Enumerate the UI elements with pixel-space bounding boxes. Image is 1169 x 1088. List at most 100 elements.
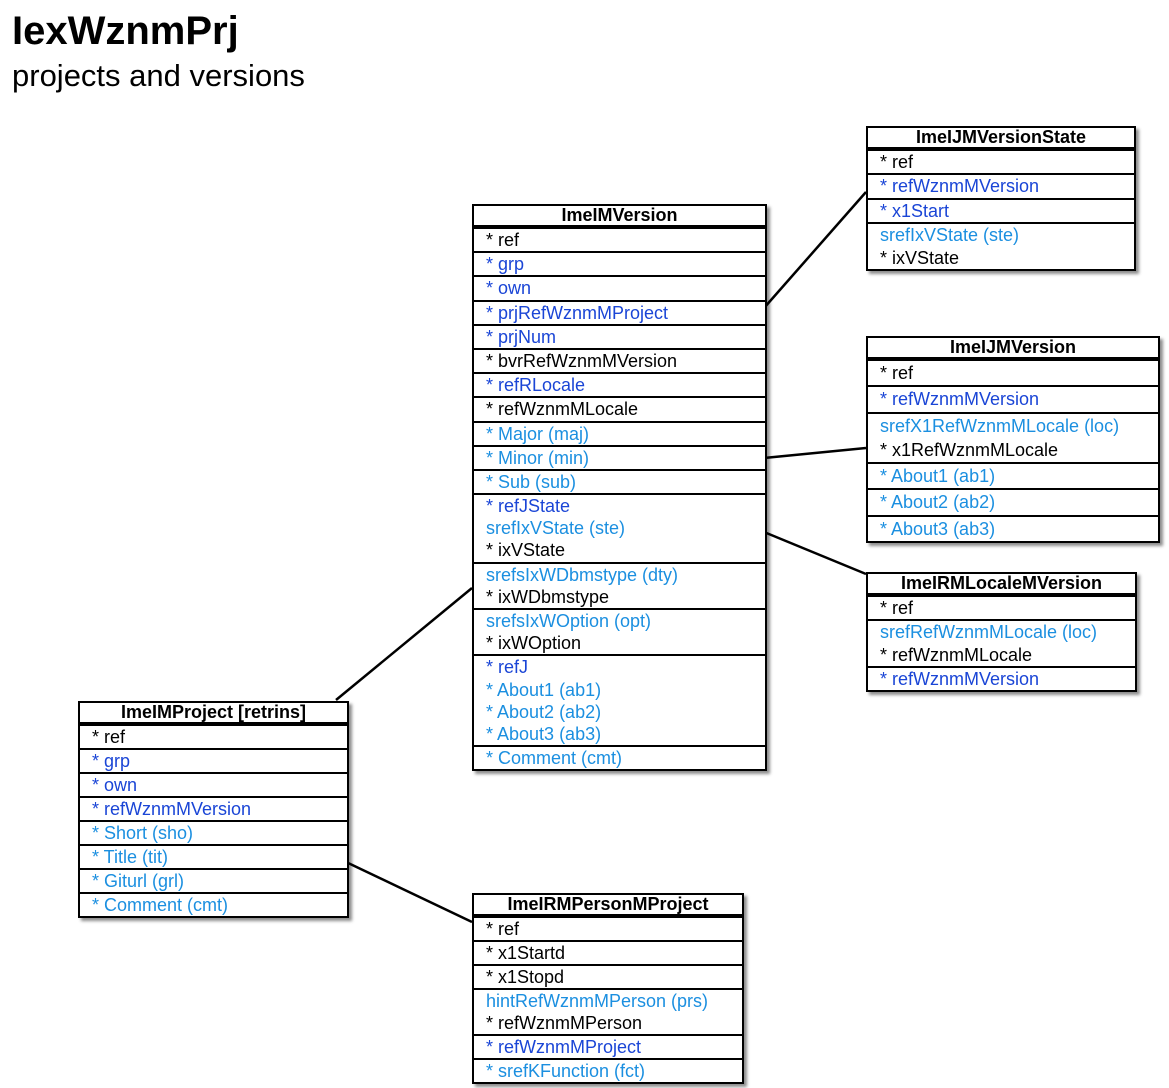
- field-row: * grp: [486, 254, 525, 275]
- field-group: * ref: [474, 916, 742, 940]
- field-row: * x1RefWznmMLocale: [880, 439, 1059, 460]
- field-group: * Comment (cmt): [80, 892, 347, 916]
- field-group: * ref: [80, 724, 347, 748]
- table-imeirmpersonmproject: ImeIRMPersonMProject * ref * x1Startd * x1S…: [472, 893, 744, 1084]
- field-row: * bvrRefWznmMVersion: [486, 350, 678, 371]
- field-row: srefsIxWDbmstype (dty): [486, 564, 679, 585]
- field-group: * bvrRefWznmMVersion: [474, 347, 765, 372]
- field-group: hintRefWznmMPerson (prs)* refWznmMPerson: [474, 988, 742, 1034]
- field-group: srefX1RefWznmMLocale (loc) * x1RefWznmMLo…: [868, 411, 1158, 463]
- field-row: * ref: [880, 363, 914, 383]
- field-row: * srefKFunction (fct): [486, 1061, 646, 1081]
- field-group: * prjRefWznmMProject: [474, 299, 765, 324]
- field-row: * refWznmMVersion: [92, 799, 252, 819]
- field-row: * Comment (cmt): [486, 748, 623, 769]
- field-row: * refJState: [486, 496, 571, 517]
- field-group: * refWznmMVersion: [868, 385, 1158, 411]
- field-group: * Giturl (grl): [80, 868, 347, 892]
- link-version-jmversion: [763, 446, 867, 460]
- field-group: * Major (maj): [474, 420, 765, 445]
- field-group: * prjNum: [474, 323, 765, 348]
- field-group: * own: [474, 275, 765, 299]
- field-group: * ref: [868, 359, 1158, 385]
- page-subtitle: projects and versions: [12, 58, 305, 93]
- field-row: * Major (maj): [486, 423, 590, 444]
- field-group: * x1Startd: [474, 940, 742, 964]
- field-group: * refWznmMLocale: [474, 396, 765, 420]
- field-group: * refJ* About1 (ab1)* About2 (ab2)* Abou…: [474, 654, 765, 745]
- field-row: * prjRefWznmMProject: [486, 302, 669, 323]
- table-header: ImeIMVersion: [474, 206, 765, 227]
- field-row: * refWznmMLocale: [486, 399, 639, 420]
- table-header: ImeIJMVersionState: [868, 128, 1134, 149]
- field-row: * own: [92, 775, 138, 795]
- field-row: srefsIxWOption (opt): [486, 611, 652, 631]
- field-group: * refWznmMVersion: [80, 796, 347, 820]
- field-row: srefX1RefWznmMLocale (loc): [880, 415, 1120, 436]
- field-group: * x1Start: [868, 197, 1134, 222]
- table-imeimversion: ImeIMVersion * ref * grp* own * prjRefWznmM…: [472, 204, 767, 772]
- field-group: srefsIxWDbmstype (dty)* ixWDbmstype: [474, 561, 765, 608]
- field-group: srefRefWznmMLocale (loc)* refWznmMLocale: [868, 619, 1135, 666]
- field-row: * ref: [880, 152, 914, 172]
- field-group: * About2 (ab2): [868, 488, 1158, 514]
- field-row: * Giturl (grl): [92, 871, 185, 891]
- field-row: * refWznmMVersion: [880, 389, 1040, 410]
- link-version-rmlocale: [763, 530, 867, 576]
- field-row: * ref: [92, 727, 126, 747]
- field-row: * x1Start: [880, 200, 950, 221]
- field-group: * Short (sho): [80, 820, 347, 844]
- field-group: * Comment (cmt): [474, 745, 765, 769]
- field-group: * refWznmMProject: [474, 1034, 742, 1058]
- table-header: ImeIJMVersion: [868, 338, 1158, 359]
- field-row: * refRLocale: [486, 375, 586, 396]
- link-version-state: [763, 191, 867, 309]
- field-group: * About1 (ab1): [868, 462, 1158, 488]
- field-group: * grp: [474, 251, 765, 275]
- field-group: * refWznmMVersion: [868, 665, 1135, 690]
- field-row: * About3 (ab3): [880, 518, 996, 539]
- field-row: * refWznmMVersion: [880, 668, 1040, 689]
- field-row: * About1 (ab1): [880, 466, 996, 487]
- field-group: * ref: [474, 227, 765, 251]
- field-row: srefIxVState (ste): [880, 225, 1020, 246]
- field-row: * prjNum: [486, 326, 557, 347]
- field-group: * ref: [868, 149, 1134, 173]
- field-row: * About2 (ab2): [486, 701, 602, 722]
- field-row: srefIxVState (ste): [486, 518, 626, 539]
- field-row: * ref: [486, 230, 520, 250]
- field-row: * x1Startd: [486, 943, 566, 963]
- field-group: srefIxVState (ste)* ixVState: [868, 222, 1134, 269]
- field-row: * Minor (min): [486, 447, 590, 468]
- field-row: * ixWDbmstype: [486, 586, 610, 607]
- field-row: * About2 (ab2): [880, 492, 996, 513]
- field-row: * ref: [880, 598, 914, 618]
- field-row: * refJ: [486, 657, 529, 678]
- field-row: * x1Stopd: [486, 967, 565, 987]
- field-group: * Sub (sub): [474, 468, 765, 493]
- field-row: * refWznmMPerson: [486, 1013, 643, 1033]
- field-row: * About3 (ab3): [486, 723, 602, 744]
- field-group: * x1Stopd: [474, 964, 742, 988]
- field-group: * Title (tit): [80, 844, 347, 868]
- page-title: IexWznmPrj: [12, 9, 239, 53]
- field-row: * Comment (cmt): [92, 895, 229, 915]
- field-row: * Short (sho): [92, 823, 194, 843]
- table-header: ImeIRMPersonMProject: [474, 895, 742, 916]
- field-row: * ref: [486, 919, 520, 939]
- field-group: * Minor (min): [474, 444, 765, 469]
- field-group: * refRLocale: [474, 372, 765, 396]
- field-row: hintRefWznmMPerson (prs): [486, 991, 709, 1011]
- field-row: * ixVState: [880, 247, 960, 268]
- field-row: srefRefWznmMLocale (loc): [880, 622, 1098, 643]
- field-group: * refWznmMVersion: [868, 173, 1134, 197]
- field-group: srefsIxWOption (opt)* ixWOption: [474, 608, 765, 654]
- link-project-version: [335, 587, 473, 701]
- field-group: * own: [80, 772, 347, 796]
- field-row: * refWznmMVersion: [880, 176, 1040, 197]
- field-row: * ixVState: [486, 540, 566, 561]
